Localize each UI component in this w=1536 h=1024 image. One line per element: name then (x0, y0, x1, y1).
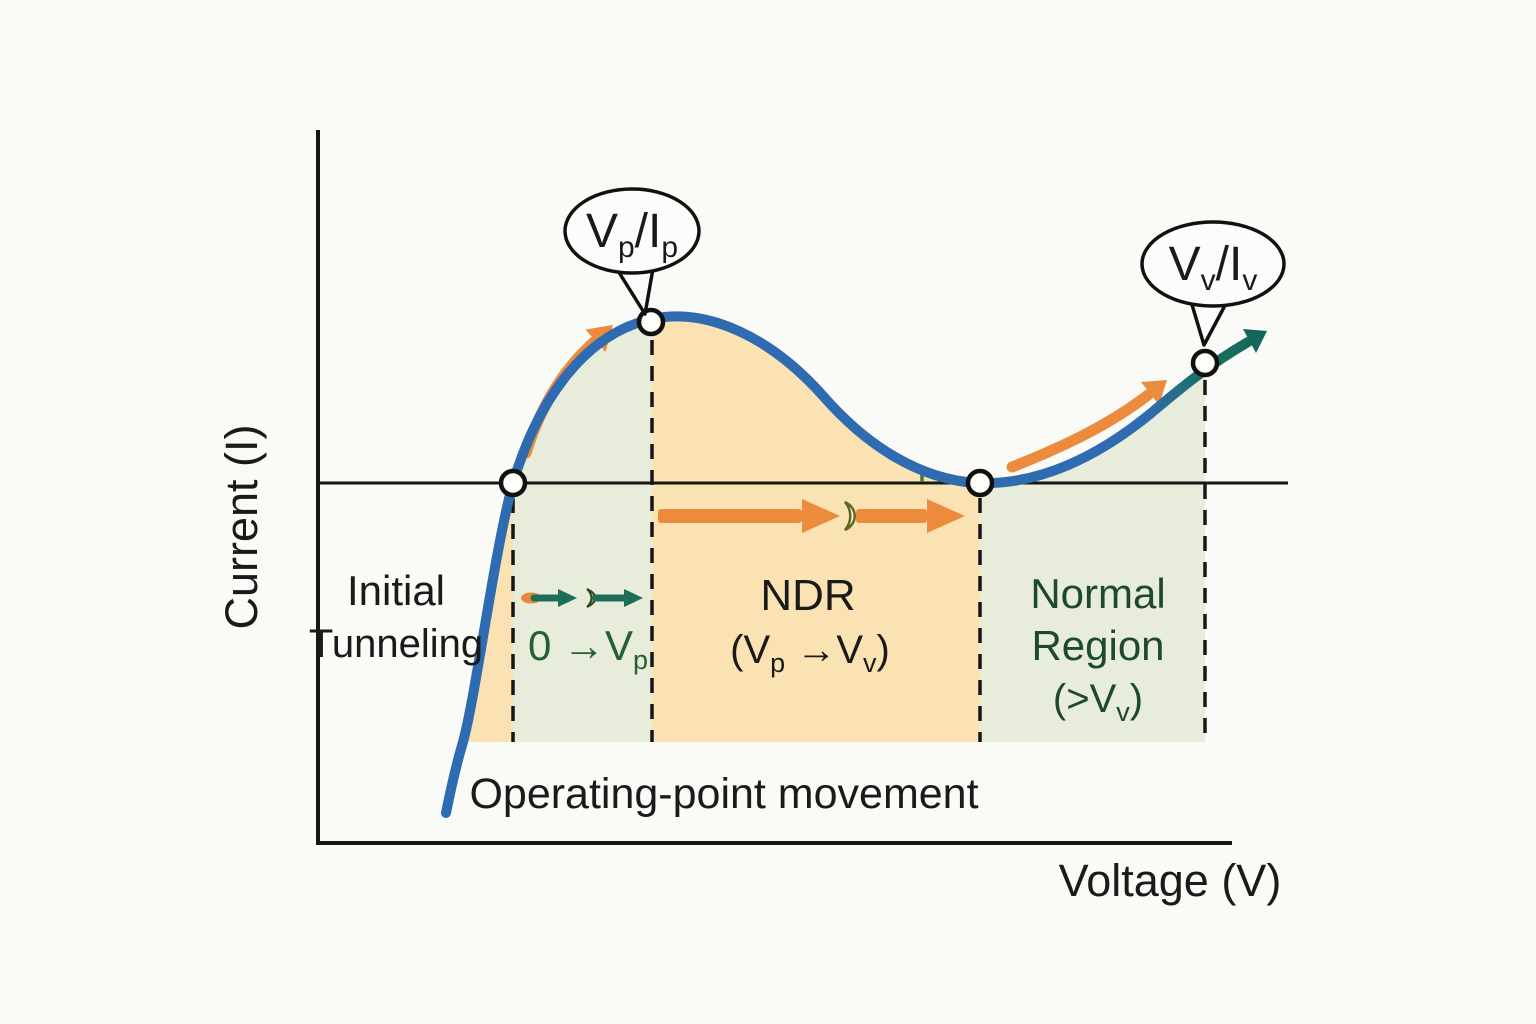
point-markers (498, 307, 1220, 498)
valley-label-i-sub: v (1242, 264, 1257, 297)
region-fill-normal (980, 366, 1205, 742)
peak-label-i-sub: p (661, 231, 678, 264)
ramp-arrows (521, 588, 643, 608)
normal-region-label-line1: Normal (1030, 570, 1165, 617)
valley-label-i: /I (1216, 238, 1243, 291)
ramp-arrow-2-icon (592, 589, 643, 607)
ndr-region-title: NDR (760, 571, 855, 620)
ndr-formula-sub2: v (863, 648, 877, 678)
normal-formula-p1: (>V (1053, 677, 1117, 721)
caption-operating-point-movement: Operating-point movement (469, 770, 978, 818)
marker-post-valley-point (1190, 348, 1220, 378)
peak-bubble: Vp/Ip (563, 187, 701, 316)
ndr-formula-p1: (V (730, 628, 770, 672)
peak-bubble-body (563, 187, 701, 275)
ramp-region-label: 0 →Vp (528, 622, 648, 675)
marker-valley-point (965, 468, 995, 498)
valley-bubble: Vv/Iv (1140, 220, 1286, 347)
y-axis-label: Current (I) (216, 424, 267, 629)
valley-bubble-label: Vv/Iv (1169, 238, 1258, 297)
region-fill-ndr (652, 316, 980, 742)
ndr-formula-p2: →V (785, 628, 863, 672)
peak-label-i: /I (635, 205, 662, 258)
initial-tunneling-label-line2: Tunneling (309, 622, 483, 666)
normal-formula-sub: v (1116, 697, 1130, 727)
ndr-formula-p3: ) (877, 628, 890, 672)
ramp-label-sub: p (633, 645, 648, 675)
initial-tunneling-label-line1: Initial (347, 567, 445, 614)
normal-region-formula: (>Vv) (1053, 677, 1143, 727)
valley-label-v-sub: v (1201, 264, 1216, 297)
normal-region-label-line2: Region (1031, 622, 1164, 669)
marker-peak-point (636, 307, 666, 337)
x-axis-label: Voltage (V) (1059, 855, 1282, 906)
ndr-region-formula: (Vp →Vv) (730, 628, 890, 678)
valley-bubble-body (1140, 220, 1286, 308)
ndr-arrow-1-icon (658, 499, 840, 533)
ndr-arrow-2-icon (856, 499, 965, 533)
peak-bubble-label: Vp/Ip (586, 205, 678, 264)
curve-end-arrow-icon (1145, 329, 1267, 419)
peak-label-v: V (586, 205, 618, 258)
crescent-icon (844, 500, 856, 532)
dashed-guides (511, 340, 1207, 742)
ramp-arrow-1-icon (530, 589, 577, 607)
ndr-formula-sub1: p (770, 648, 785, 678)
normal-formula-p2: ) (1130, 677, 1143, 721)
ramp-label-main: 0 →V (528, 622, 633, 669)
ramp-crescent-icon (586, 588, 597, 608)
valley-label-v: V (1169, 238, 1201, 291)
region-fills (463, 316, 1205, 742)
region-fill-ramp (513, 319, 652, 742)
peak-label-v-sub: p (618, 231, 635, 264)
marker-zero-crossing-point (498, 468, 528, 498)
